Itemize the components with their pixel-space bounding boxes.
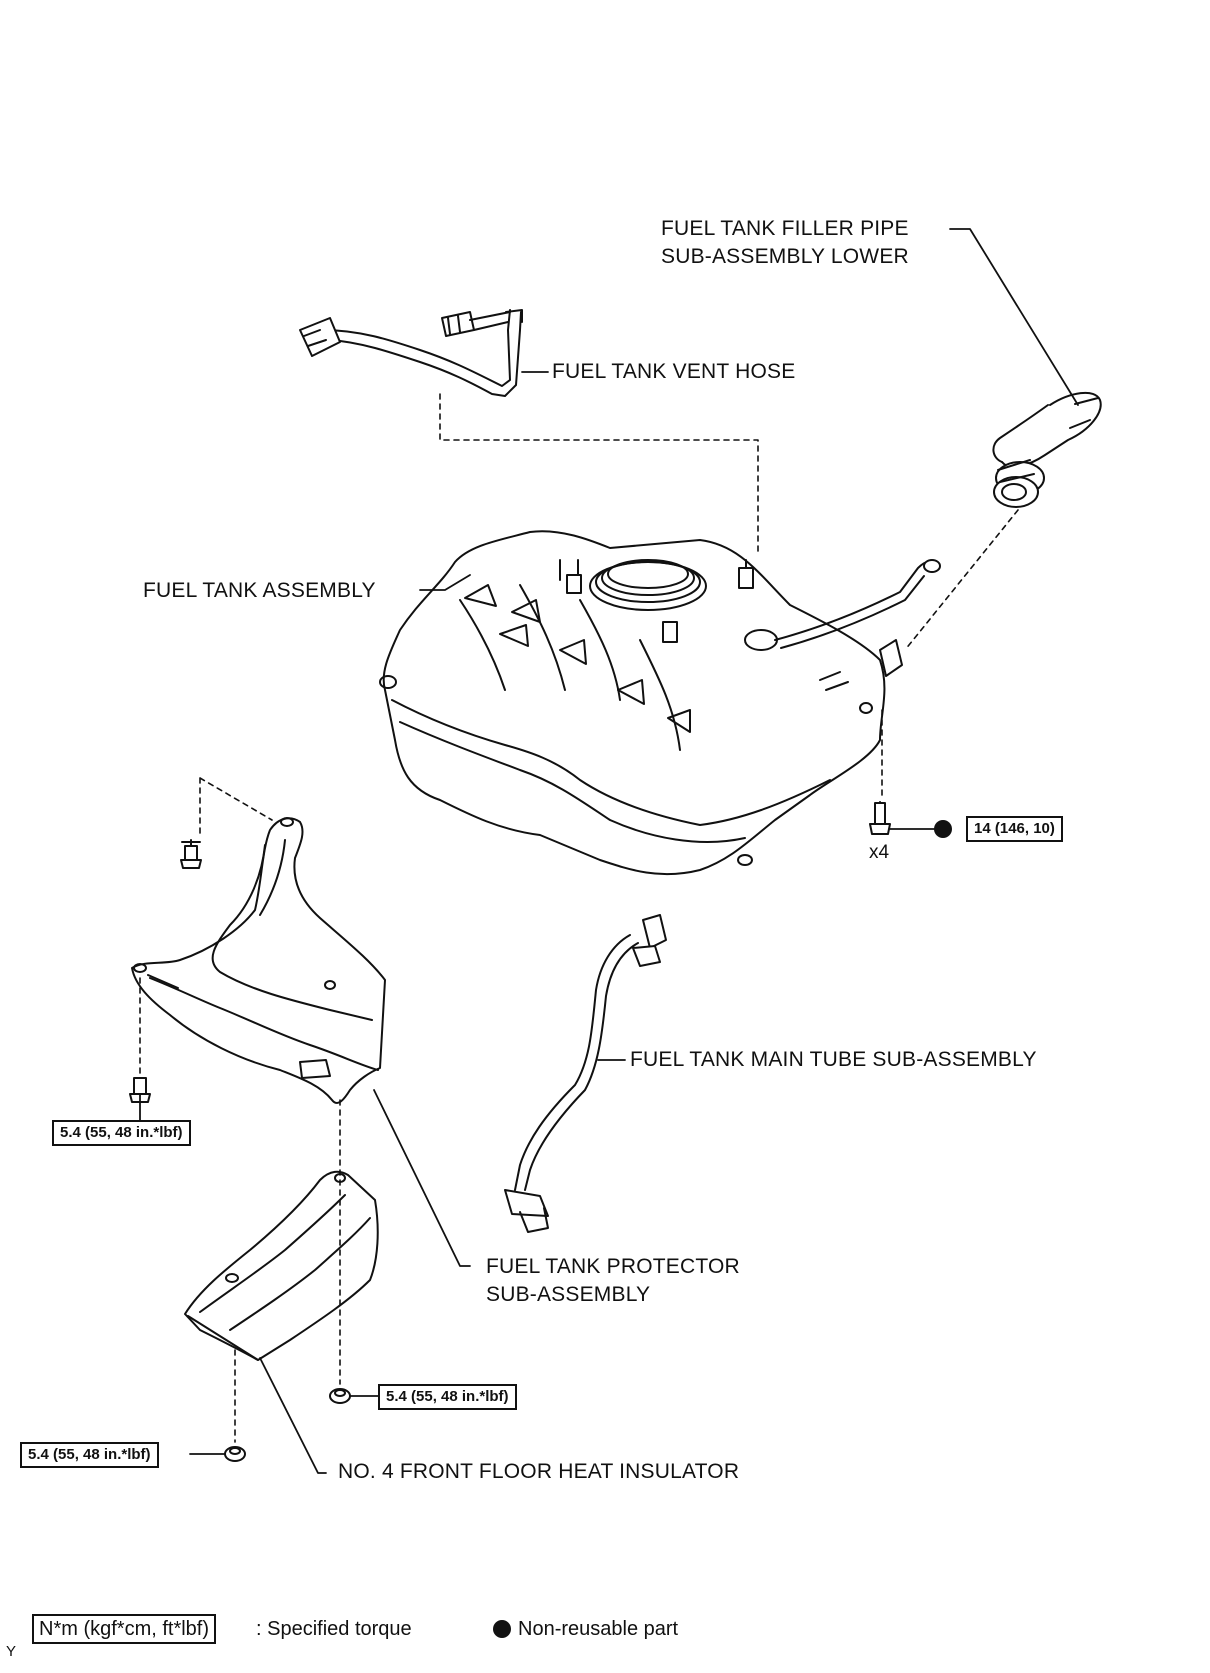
protector-drawing	[131, 817, 386, 1104]
label-filler-pipe-line2: SUB-ASSEMBLY LOWER	[661, 245, 909, 268]
legend-non-reusable-dot-icon	[493, 1620, 511, 1638]
torque-insulator-nut-right: 5.4 (55, 48 in.*lbf)	[378, 1384, 517, 1410]
label-tank-assembly: FUEL TANK ASSEMBLY	[143, 579, 376, 602]
label-protector-line1: FUEL TANK PROTECTOR	[486, 1255, 740, 1278]
corner-mark: Y	[6, 1643, 17, 1660]
legend-torque-text: : Specified torque	[256, 1618, 412, 1640]
label-vent-hose: FUEL TANK VENT HOSE	[552, 360, 796, 383]
label-heat-insulator: NO. 4 FRONT FLOOR HEAT INSULATOR	[338, 1460, 740, 1483]
label-protector-line2: SUB-ASSEMBLY	[486, 1283, 651, 1306]
leader-lines	[139, 228, 1079, 1474]
filler-pipe-drawing	[992, 391, 1102, 508]
assembly-dashed-lines	[139, 393, 1019, 1443]
legend-torque-box: N*m (kgf*cm, ft*lbf)	[32, 1614, 217, 1644]
tank-bolt-drawing	[869, 801, 891, 835]
torque-insulator-nut-left: 5.4 (55, 48 in.*lbf)	[20, 1442, 159, 1468]
torque-protector-bolt: 5.4 (55, 48 in.*lbf)	[52, 1120, 191, 1146]
legend-non-reusable-text: Non-reusable part	[518, 1618, 679, 1640]
vent-hose-drawing	[299, 309, 523, 397]
label-filler-pipe-line1: FUEL TANK FILLER PIPE	[661, 217, 909, 240]
non-reusable-dot-icon	[934, 820, 952, 838]
bolt-quantity: x4	[869, 842, 890, 863]
torque-tank-bolts: 14 (146, 10)	[966, 816, 1063, 842]
fuel-tank-drawing	[379, 530, 941, 876]
heat-insulator-drawing	[184, 1170, 379, 1361]
label-main-tube: FUEL TANK MAIN TUBE SUB-ASSEMBLY	[630, 1048, 1037, 1071]
main-tube-drawing	[504, 914, 667, 1233]
insulator-nuts-drawing	[224, 1388, 351, 1462]
